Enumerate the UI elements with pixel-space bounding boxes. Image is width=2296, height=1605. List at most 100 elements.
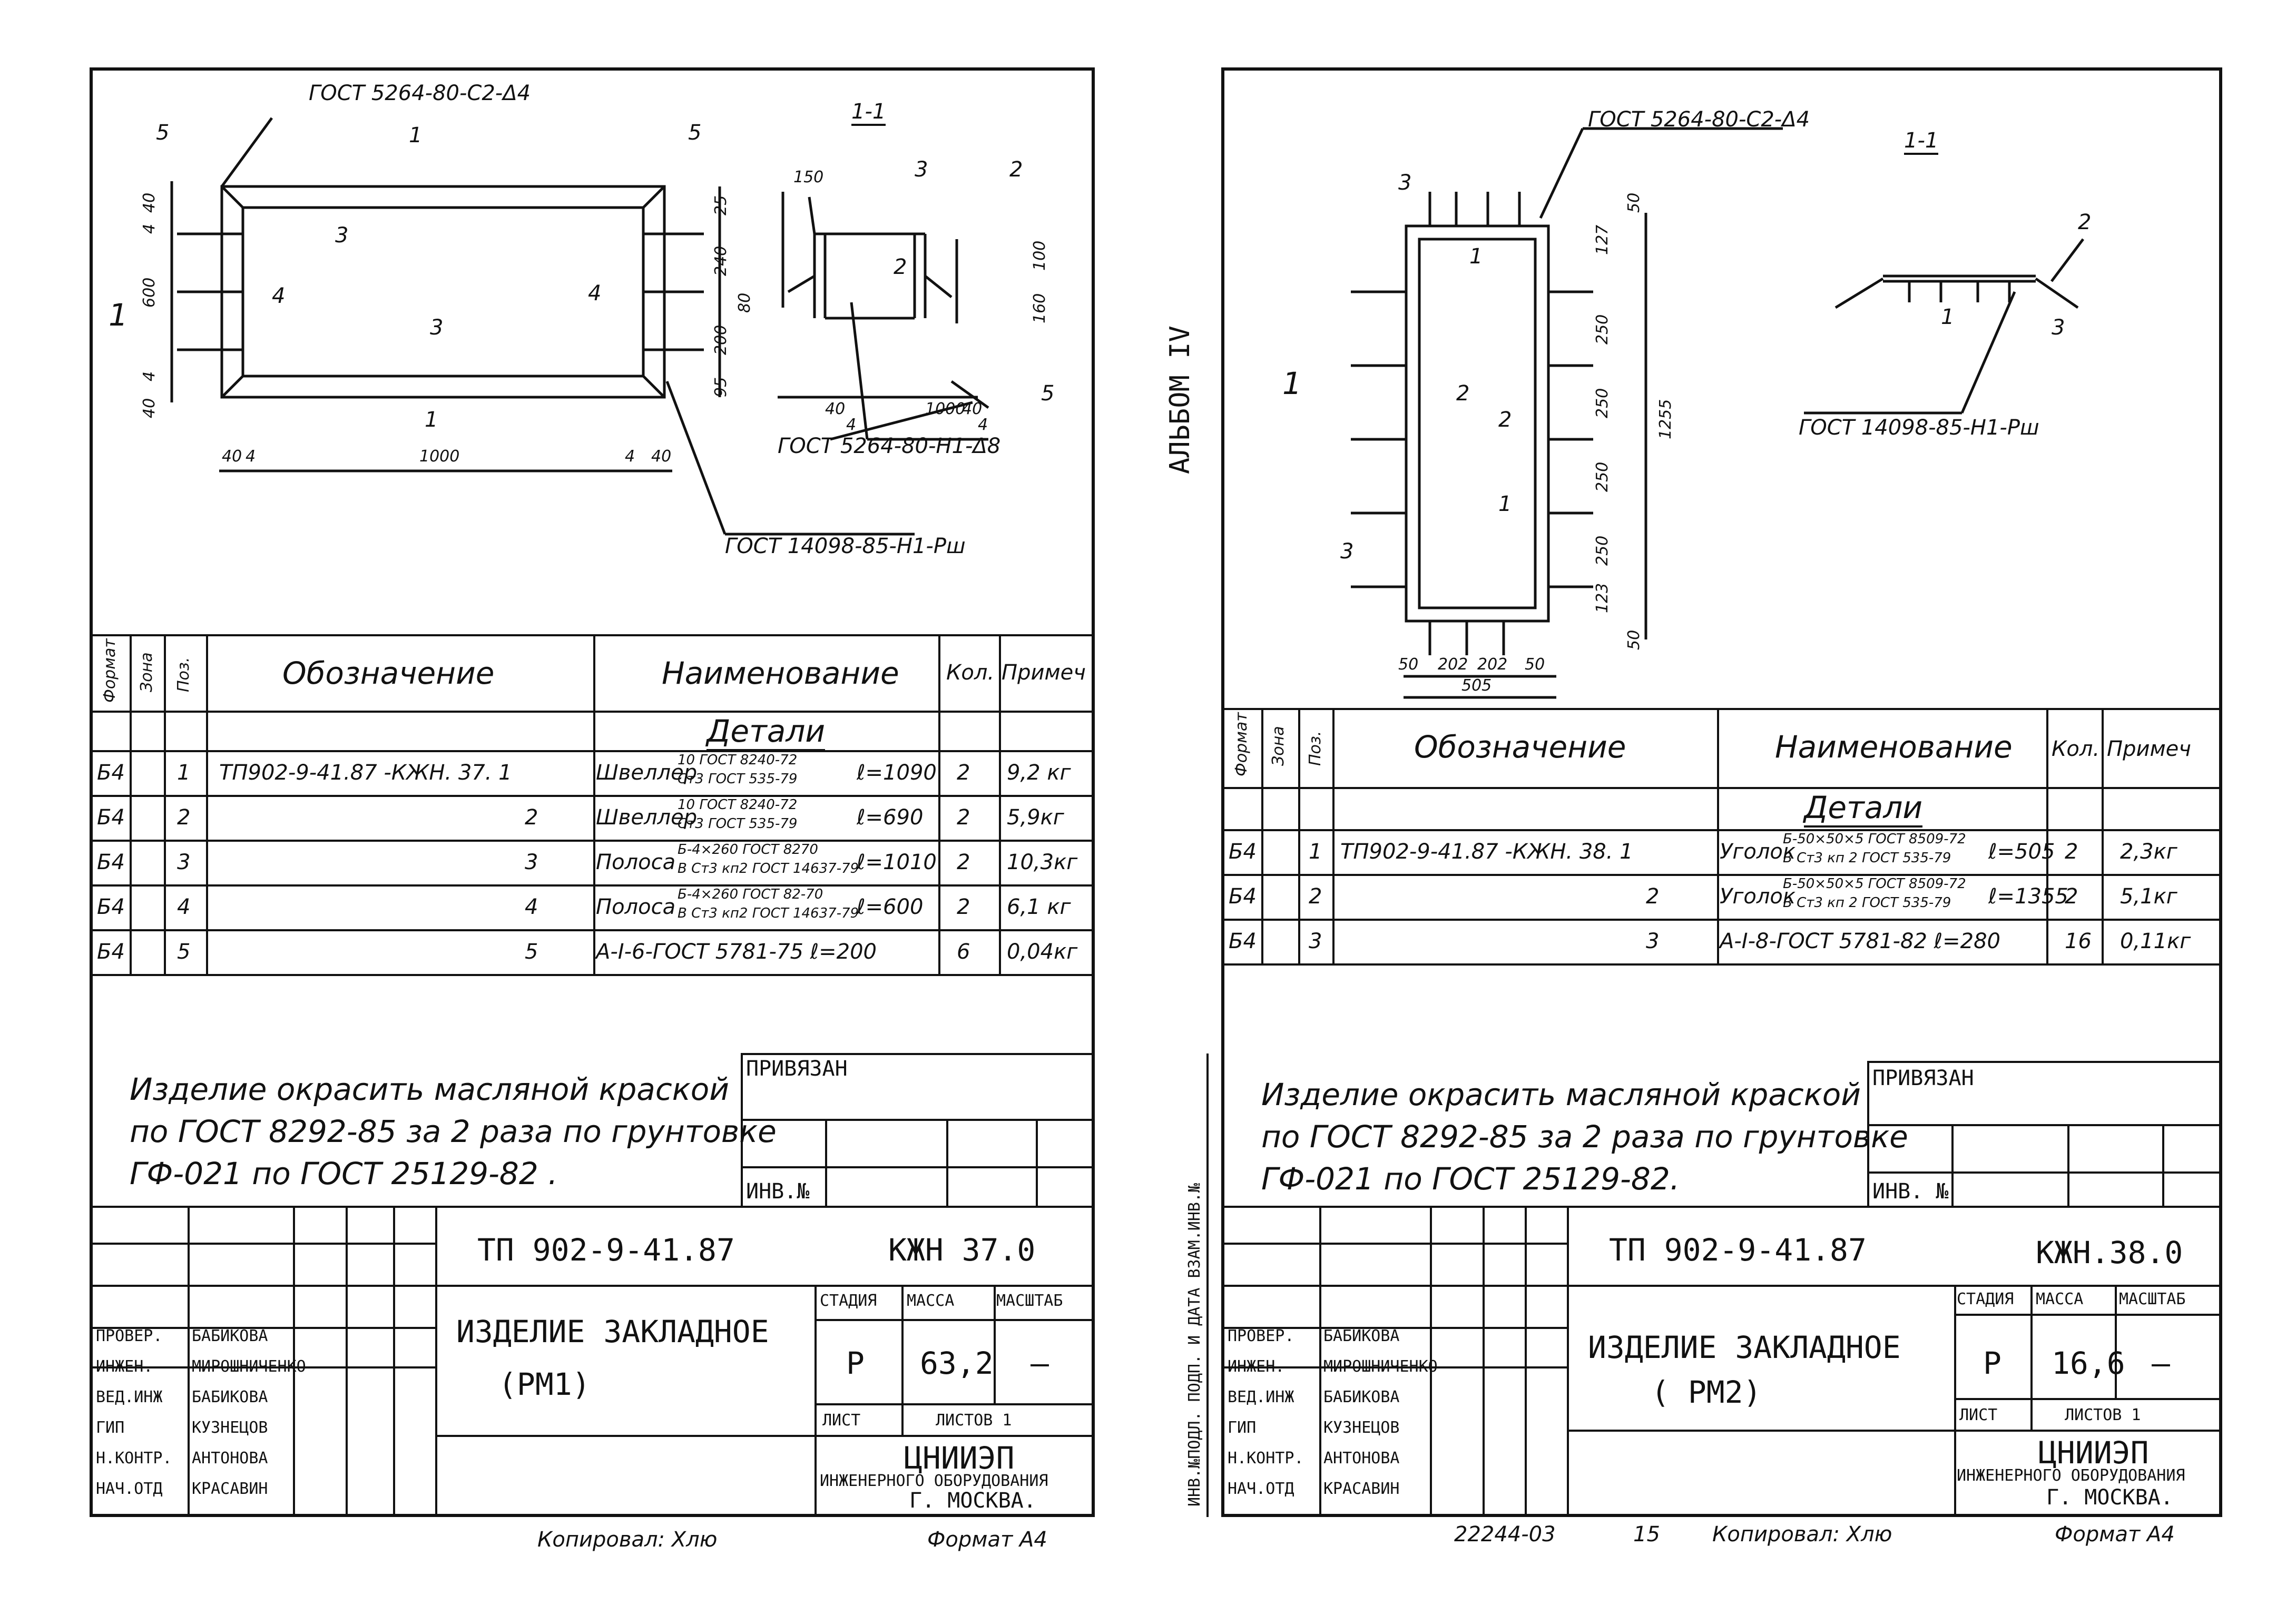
right-city: Г. МОСКВА. [2046, 1485, 2173, 1510]
rule [1298, 708, 1300, 963]
titleblock-role: ГИП [96, 1419, 125, 1437]
left-mass-header: МАССА [907, 1292, 955, 1310]
rule [1261, 708, 1263, 963]
titleblock-role: Н.КОНТР. [96, 1449, 172, 1468]
spec-cell-pos: 4 [177, 895, 191, 919]
left-dim: 4 [246, 447, 256, 466]
right-dim: 250 [1593, 314, 1612, 344]
left-title: ИЗДЕЛИЕ ЗАКЛАДНОЕ [456, 1314, 769, 1350]
right-dim: 50 [1398, 655, 1419, 674]
rule [1332, 708, 1335, 963]
rule [2030, 1285, 2033, 1430]
spec-cell-note: 10,3кг [1007, 850, 1078, 874]
spec-header-designation: Обозначение [1414, 729, 1626, 765]
right-scale: — [2152, 1345, 2170, 1381]
rule [1954, 1314, 2219, 1316]
right-dim: 250 [1593, 388, 1612, 418]
rule [1224, 829, 2219, 831]
titleblock-name: БАБИКОВА [192, 1388, 268, 1406]
left-pos-label: 4 [272, 284, 286, 308]
left-dim: 4 [625, 447, 635, 466]
spec-cell-name: А-I-8-ГОСТ 5781-82 ℓ=280 [1720, 929, 2000, 953]
spec-cell-name: Швеллер [596, 805, 698, 830]
titleblock-role: Н.КОНТР. [1228, 1449, 1304, 1468]
right-dim: 250 [1593, 535, 1612, 566]
left-dim: 25 [712, 195, 730, 215]
left-sheets-header: ЛИСТОВ 1 [936, 1411, 1012, 1430]
titleblock-name: КУЗНЕЦОВ [1323, 1419, 1400, 1437]
left-sheet-header: ЛИСТ [822, 1411, 861, 1430]
right-dim: 202 [1438, 655, 1468, 674]
titleblock-name: АНТОНОВА [1323, 1449, 1400, 1468]
spec-cell-pos: 5 [177, 940, 191, 964]
right-pos-label: 2 [1498, 408, 1512, 432]
spec-cell-name-bottom: В Ст3 кп2 ГОСТ 14637-79 [678, 905, 859, 921]
left-pos-label: 5 [156, 121, 170, 145]
right-project-code: ТП 902-9-41.87 [1609, 1232, 1867, 1268]
rule [1319, 1206, 1321, 1514]
spec-cell-pos: 1 [177, 761, 191, 785]
rule [1867, 1061, 2219, 1063]
rule [999, 634, 1001, 974]
spec-cell-designation: 5 [525, 940, 538, 964]
left-subtitle: (РМ1) [498, 1366, 591, 1402]
left-stage-header: СТАДИЯ [820, 1292, 877, 1310]
inv-no-label: ИНВ. № [1872, 1179, 1949, 1204]
rule [2102, 708, 2104, 963]
right-drawing-code: КЖН.38.0 [2036, 1235, 2183, 1271]
left-gost-weld-section: ГОСТ 5264-80-Н1-Δ8 [778, 434, 1001, 458]
spec-cell-pos: 2 [1309, 884, 1322, 909]
titleblock-role: ПРОВЕР. [96, 1327, 163, 1345]
inv-no-label: ИНВ.№ [746, 1179, 810, 1204]
titleblock-name: БАБИКОВА [1323, 1388, 1400, 1406]
left-dim: 4 [978, 416, 988, 434]
right-pos-label: 1 [1941, 305, 1955, 329]
left-scale: – [1031, 1345, 1049, 1381]
spec-cell-name-bottom: В Ст3 кп 2 ГОСТ 535-79 [1783, 895, 1951, 911]
spec-cell-name: Полоса [596, 895, 676, 919]
spec-cell-length: ℓ=1010 [857, 850, 937, 874]
spec-cell-name: Уголок [1720, 840, 1796, 864]
right-dim: 123 [1593, 583, 1612, 613]
right-stage-header: СТАДИЯ [1957, 1290, 2014, 1308]
side-stamp: ИНВ.№ПОДЛ. ПОДП. И ДАТА ВЗАМ.ИНВ.№ [1185, 1183, 1204, 1506]
rule [946, 1119, 948, 1206]
left-pos-label: 2 [894, 255, 907, 279]
spec-header-format: Формат [101, 638, 119, 703]
rule [1224, 1366, 1567, 1368]
right-sheet-no: 22244-03 [1454, 1522, 1556, 1547]
rule [435, 1206, 437, 1514]
spec-cell-name: А-I-6-ГОСТ 5781-75 ℓ=200 [596, 940, 877, 964]
rule [93, 750, 1092, 752]
spec-cell-format: Б4 [1229, 929, 1257, 953]
spec-cell-qty: 2 [2065, 884, 2078, 909]
left-format: Формат А4 [927, 1528, 1047, 1552]
privyazan-label: ПРИВЯЗАН [746, 1057, 848, 1081]
left-scale-header: МАСШТАБ [996, 1292, 1063, 1310]
spec-cell-qty: 2 [957, 850, 970, 874]
titleblock-role: ГИП [1228, 1419, 1257, 1437]
rule [994, 1285, 996, 1403]
right-dim: 250 [1593, 461, 1612, 492]
left-pos-label: 3 [915, 157, 928, 182]
spec-cell-name: Швеллер [596, 761, 698, 785]
left-pos-label: 4 [588, 281, 602, 306]
left-dim: 80 [735, 292, 754, 313]
right-sheets-header: ЛИСТОВ 1 [2065, 1406, 2141, 1424]
rule [741, 1053, 743, 1206]
spec-cell-pos: 2 [177, 805, 191, 830]
right-drawing-lines [1351, 127, 2084, 699]
rule [815, 1319, 1092, 1321]
rule [741, 1053, 1092, 1055]
spec-cell-format: Б4 [97, 761, 125, 785]
left-section-mark: 1 [109, 297, 128, 333]
rule [1430, 1206, 1432, 1514]
rule [815, 1403, 1092, 1405]
left-dim: 40 [651, 447, 672, 466]
spec-cell-designation: 3 [525, 850, 538, 874]
right-scale-header: МАСШТАБ [2119, 1290, 2186, 1308]
right-title: ИЗДЕЛИЕ ЗАКЛАДНОЕ [1588, 1330, 1901, 1365]
spec-section-title: Детали [707, 713, 826, 751]
rule [1483, 1206, 1485, 1514]
left-dim: 40 [962, 400, 983, 418]
